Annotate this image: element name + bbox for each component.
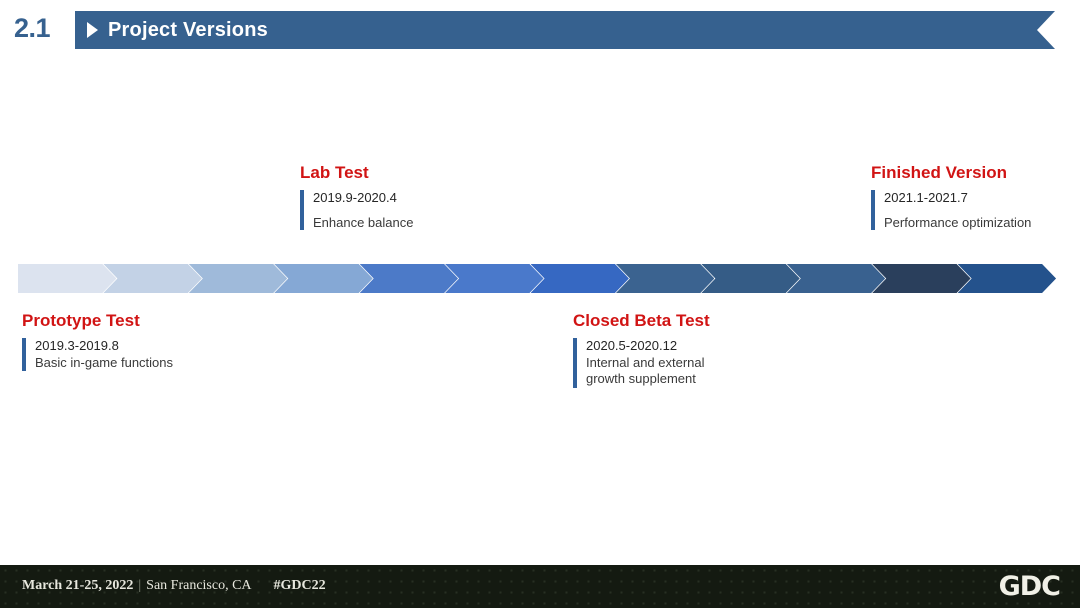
timeline-chevron-band	[18, 264, 1056, 293]
timeline-segment-12	[958, 264, 1056, 293]
timeline-segment-5	[360, 264, 458, 293]
slide-header: 2.1 Project Versions	[0, 0, 1080, 60]
milestone-title: Finished Version	[871, 163, 1008, 182]
footer-hashtag: #GDC22	[273, 578, 326, 593]
timeline-segment-6	[445, 264, 543, 293]
milestone-lines: 2021.1-2021.7 Performance optimization	[884, 190, 1031, 230]
milestone-date: 2019.9-2020.4	[313, 190, 397, 205]
chevron-left-notch-icon	[1037, 11, 1055, 49]
milestone-description: Enhance balance	[313, 215, 414, 230]
milestone-title: Lab Test	[300, 163, 369, 182]
timeline-segment-9	[701, 264, 799, 293]
page-title: Project Versions	[108, 18, 268, 41]
milestone-body: 2021.1-2021.7 Performance optimization	[871, 190, 1031, 230]
timeline-segment-4	[274, 264, 372, 293]
milestone-body: 2020.5-2020.12 Internal and external gro…	[573, 338, 710, 388]
timeline-segment-8	[616, 264, 714, 293]
accent-bar	[573, 338, 577, 388]
timeline-segment-7	[531, 264, 629, 293]
milestone-lab-test: Lab Test 2019.9-2020.4 Enhance balance	[300, 163, 413, 230]
slide-footer: March 21-25, 2022 | San Francisco, CA #GDC2…	[0, 565, 1080, 608]
milestone-date: 2020.5-2020.12	[586, 338, 678, 353]
footer-city: San Francisco, CA	[146, 578, 252, 593]
milestone-closed-beta-test: Closed Beta Test 2020.5-2020.12 Internal…	[573, 311, 710, 388]
footer-date: March 21-25, 2022	[22, 578, 134, 593]
milestone-prototype-test: Prototype Test 2019.3-2019.8 Basic in-ga…	[22, 311, 173, 372]
accent-bar	[871, 190, 875, 230]
milestone-date: 2019.3-2019.8	[35, 338, 119, 353]
timeline-segment-10	[787, 264, 885, 293]
footer-separator: |	[138, 578, 142, 593]
accent-bar	[300, 190, 304, 230]
timeline-segment-2	[103, 264, 201, 293]
milestone-title: Closed Beta Test	[573, 311, 710, 330]
page-title-number: 2.1	[14, 13, 51, 43]
timeline-segment-3	[189, 264, 287, 293]
milestone-title: Prototype Test	[22, 311, 140, 330]
milestone-description: Internal and external growth supplement	[586, 355, 705, 387]
header-banner: Project Versions	[75, 11, 1055, 49]
milestone-lines: 2019.9-2020.4 Enhance balance	[313, 190, 413, 230]
milestone-lines: 2020.5-2020.12 Internal and external gro…	[586, 338, 705, 388]
milestone-body: 2019.3-2019.8 Basic in-game functions	[22, 338, 173, 372]
milestone-description: Performance optimization	[884, 215, 1032, 230]
milestone-lines: 2019.3-2019.8 Basic in-game functions	[35, 338, 173, 371]
triangle-right-icon	[87, 22, 98, 38]
timeline-segment-1	[18, 264, 116, 293]
milestone-body: 2019.9-2020.4 Enhance balance	[300, 190, 413, 230]
gdc-logo: GDC	[998, 571, 1061, 602]
footer-event-info: March 21-25, 2022 | San Francisco, CA #GDC2…	[22, 578, 326, 594]
accent-bar	[22, 338, 26, 372]
milestone-date: 2021.1-2021.7	[884, 190, 968, 205]
milestone-description: Basic in-game functions	[35, 355, 174, 370]
timeline-segment-11	[872, 264, 970, 293]
milestone-finished-version: Finished Version 2021.1-2021.7 Performan…	[871, 163, 1031, 230]
